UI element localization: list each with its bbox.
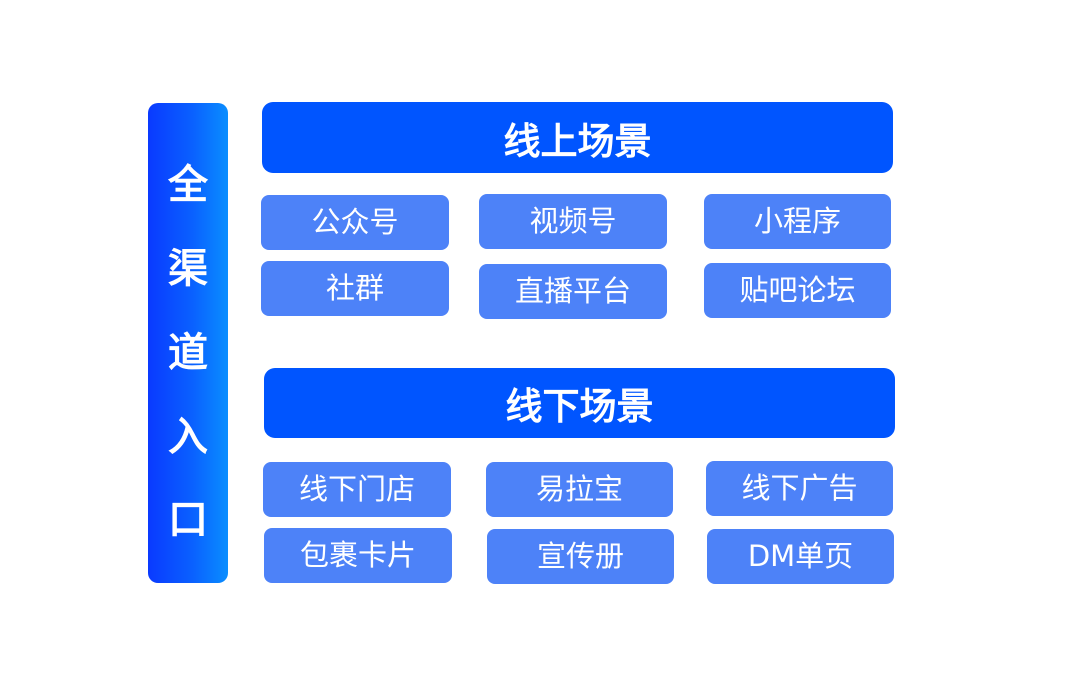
offline-tile-package-card: 包裹卡片 <box>264 528 452 583</box>
online-tile-community: 社群 <box>261 261 449 316</box>
offline-scenario-header: 线下场景 <box>264 368 895 438</box>
online-tile-live-platform: 直播平台 <box>479 264 667 319</box>
side-char-3: 道 <box>168 330 208 376</box>
offline-tile-dm-flyer: DM单页 <box>707 529 894 584</box>
side-char-5: 口 <box>168 497 208 543</box>
online-tile-official-account: 公众号 <box>261 195 449 250</box>
offline-tile-store: 线下门店 <box>263 462 451 517</box>
online-scenario-header: 线上场景 <box>262 102 893 173</box>
side-char-4: 入 <box>168 414 208 460</box>
online-tile-video-account: 视频号 <box>479 194 667 249</box>
online-tile-forum: 贴吧论坛 <box>704 263 891 318</box>
offline-tile-brochure: 宣传册 <box>487 529 674 584</box>
omnichannel-entry-bar: 全 渠 道 入 口 <box>148 103 228 583</box>
offline-tile-offline-ad: 线下广告 <box>706 461 893 516</box>
online-tile-mini-program: 小程序 <box>704 194 891 249</box>
side-char-1: 全 <box>168 162 208 208</box>
side-char-2: 渠 <box>168 246 208 292</box>
offline-tile-roll-up-banner: 易拉宝 <box>486 462 673 517</box>
